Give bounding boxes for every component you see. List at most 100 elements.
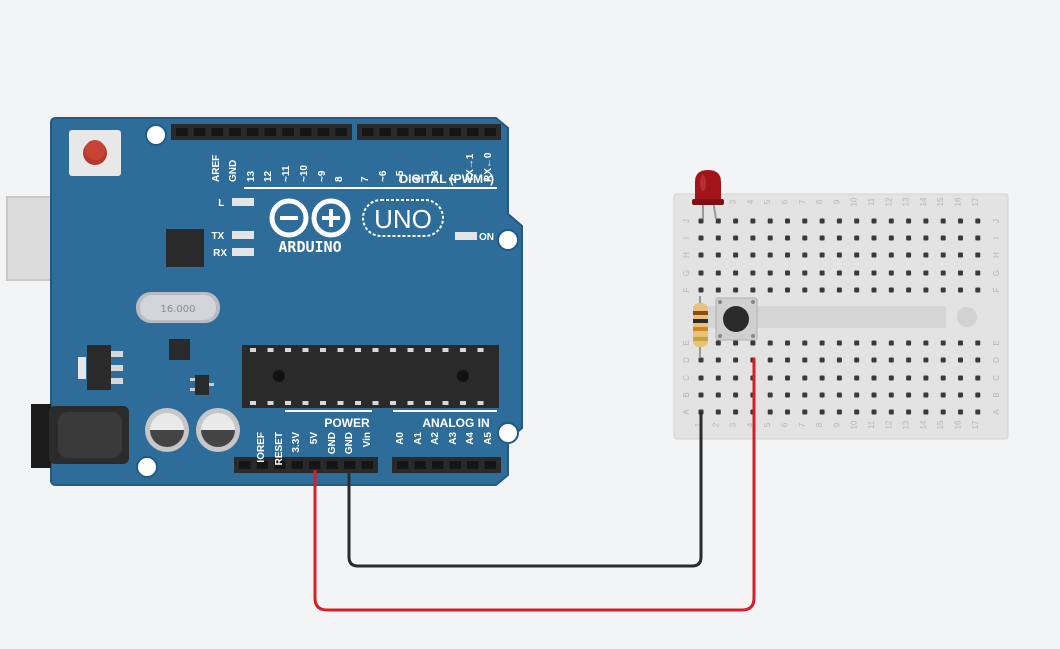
power-wire-5v[interactable] — [313, 358, 756, 612]
breadboard-hole[interactable] — [750, 287, 756, 293]
breadboard-hole[interactable] — [940, 270, 946, 276]
breadboard-hole[interactable] — [785, 392, 790, 398]
breadboard-hole[interactable] — [958, 409, 963, 415]
breadboard-hole[interactable] — [975, 375, 981, 381]
breadboard-hole[interactable] — [785, 409, 790, 415]
breadboard-hole[interactable] — [871, 287, 877, 293]
header-socket[interactable] — [432, 461, 444, 469]
arduino-uno-board[interactable]: 16.000 L TX RX ON — [6, 117, 523, 486]
breadboard-hole[interactable] — [733, 235, 739, 241]
header-socket[interactable] — [264, 128, 277, 136]
breadboard-hole[interactable] — [871, 340, 877, 346]
header-socket[interactable] — [309, 461, 321, 469]
breadboard-hole[interactable] — [785, 235, 790, 241]
breadboard-hole[interactable] — [940, 375, 946, 381]
breadboard-hole[interactable] — [733, 270, 739, 276]
breadboard-hole[interactable] — [715, 392, 721, 398]
breadboard-hole[interactable] — [836, 218, 842, 224]
breadboard-hole[interactable] — [802, 287, 808, 293]
header-socket[interactable] — [397, 461, 409, 469]
breadboard-hole[interactable] — [854, 287, 860, 293]
breadboard-hole[interactable] — [733, 375, 739, 381]
header-socket[interactable] — [379, 128, 392, 136]
breadboard-hole[interactable] — [785, 218, 790, 224]
breadboard-hole[interactable] — [975, 235, 981, 241]
breadboard-hole[interactable] — [958, 357, 963, 363]
breadboard-hole[interactable] — [785, 252, 790, 258]
reset-button[interactable] — [69, 130, 121, 176]
breadboard-hole[interactable] — [819, 357, 825, 363]
breadboard-hole[interactable] — [923, 218, 929, 224]
breadboard-hole[interactable] — [888, 235, 894, 241]
breadboard-hole[interactable] — [958, 235, 963, 241]
breadboard-hole[interactable] — [715, 252, 721, 258]
breadboard-hole[interactable] — [923, 409, 929, 415]
breadboard-hole[interactable] — [940, 252, 946, 258]
breadboard-hole[interactable] — [767, 218, 773, 224]
breadboard-hole[interactable] — [733, 409, 739, 415]
header-socket[interactable] — [449, 461, 462, 469]
breadboard-hole[interactable] — [767, 357, 773, 363]
breadboard-hole[interactable] — [715, 218, 721, 224]
header-socket[interactable] — [335, 128, 347, 136]
breadboard-hole[interactable] — [767, 409, 773, 415]
breadboard-hole[interactable] — [940, 392, 946, 398]
breadboard-hole[interactable] — [836, 375, 842, 381]
breadboard-hole[interactable] — [698, 357, 704, 363]
breadboard-hole[interactable] — [975, 252, 981, 258]
breadboard-hole[interactable] — [975, 409, 981, 415]
breadboard-hole[interactable] — [802, 252, 808, 258]
breadboard-hole[interactable] — [906, 218, 912, 224]
breadboard-hole[interactable] — [715, 287, 721, 293]
breadboard-hole[interactable] — [958, 392, 963, 398]
breadboard-hole[interactable] — [767, 340, 773, 346]
breadboard-hole[interactable] — [888, 287, 894, 293]
breadboard-hole[interactable] — [923, 392, 929, 398]
breadboard-hole[interactable] — [975, 392, 981, 398]
breadboard-hole[interactable] — [698, 218, 704, 224]
breadboard-hole[interactable] — [698, 270, 704, 276]
header-socket[interactable] — [211, 128, 224, 136]
breadboard-hole[interactable] — [733, 340, 739, 346]
breadboard-hole[interactable] — [923, 340, 929, 346]
breadboard-hole[interactable] — [906, 340, 912, 346]
breadboard-hole[interactable] — [733, 218, 739, 224]
breadboard-hole[interactable] — [958, 375, 963, 381]
power-header[interactable] — [234, 457, 378, 473]
header-socket[interactable] — [282, 128, 294, 136]
breadboard-hole[interactable] — [767, 375, 773, 381]
breadboard-hole[interactable] — [802, 270, 808, 276]
breadboard-hole[interactable] — [854, 270, 860, 276]
breadboard-hole[interactable] — [906, 252, 912, 258]
breadboard-hole[interactable] — [836, 287, 842, 293]
breadboard-hole[interactable] — [975, 270, 981, 276]
breadboard-hole[interactable] — [767, 392, 773, 398]
breadboard-hole[interactable] — [715, 235, 721, 241]
breadboard-hole[interactable] — [785, 375, 790, 381]
header-socket[interactable] — [361, 461, 374, 469]
header-socket[interactable] — [299, 128, 312, 136]
breadboard-hole[interactable] — [888, 340, 894, 346]
breadboard-hole[interactable] — [906, 270, 912, 276]
breadboard-hole[interactable] — [802, 340, 808, 346]
breadboard-hole[interactable] — [733, 357, 739, 363]
breadboard-hole[interactable] — [923, 287, 929, 293]
header-socket[interactable] — [291, 461, 304, 469]
breadboard-hole[interactable] — [888, 409, 894, 415]
breadboard-hole[interactable] — [733, 287, 739, 293]
header-socket[interactable] — [484, 128, 497, 136]
breadboard-hole[interactable] — [836, 340, 842, 346]
breadboard-hole[interactable] — [906, 235, 912, 241]
breadboard-hole[interactable] — [767, 235, 773, 241]
breadboard-hole[interactable] — [871, 357, 877, 363]
header-socket[interactable] — [344, 461, 356, 469]
breadboard-hole[interactable] — [715, 270, 721, 276]
breadboard-hole[interactable] — [923, 375, 929, 381]
breadboard-hole[interactable] — [750, 252, 756, 258]
breadboard-hole[interactable] — [819, 252, 825, 258]
breadboard-hole[interactable] — [940, 340, 946, 346]
breadboard-hole[interactable] — [940, 218, 946, 224]
header-socket[interactable] — [274, 461, 286, 469]
breadboard-hole[interactable] — [698, 375, 704, 381]
